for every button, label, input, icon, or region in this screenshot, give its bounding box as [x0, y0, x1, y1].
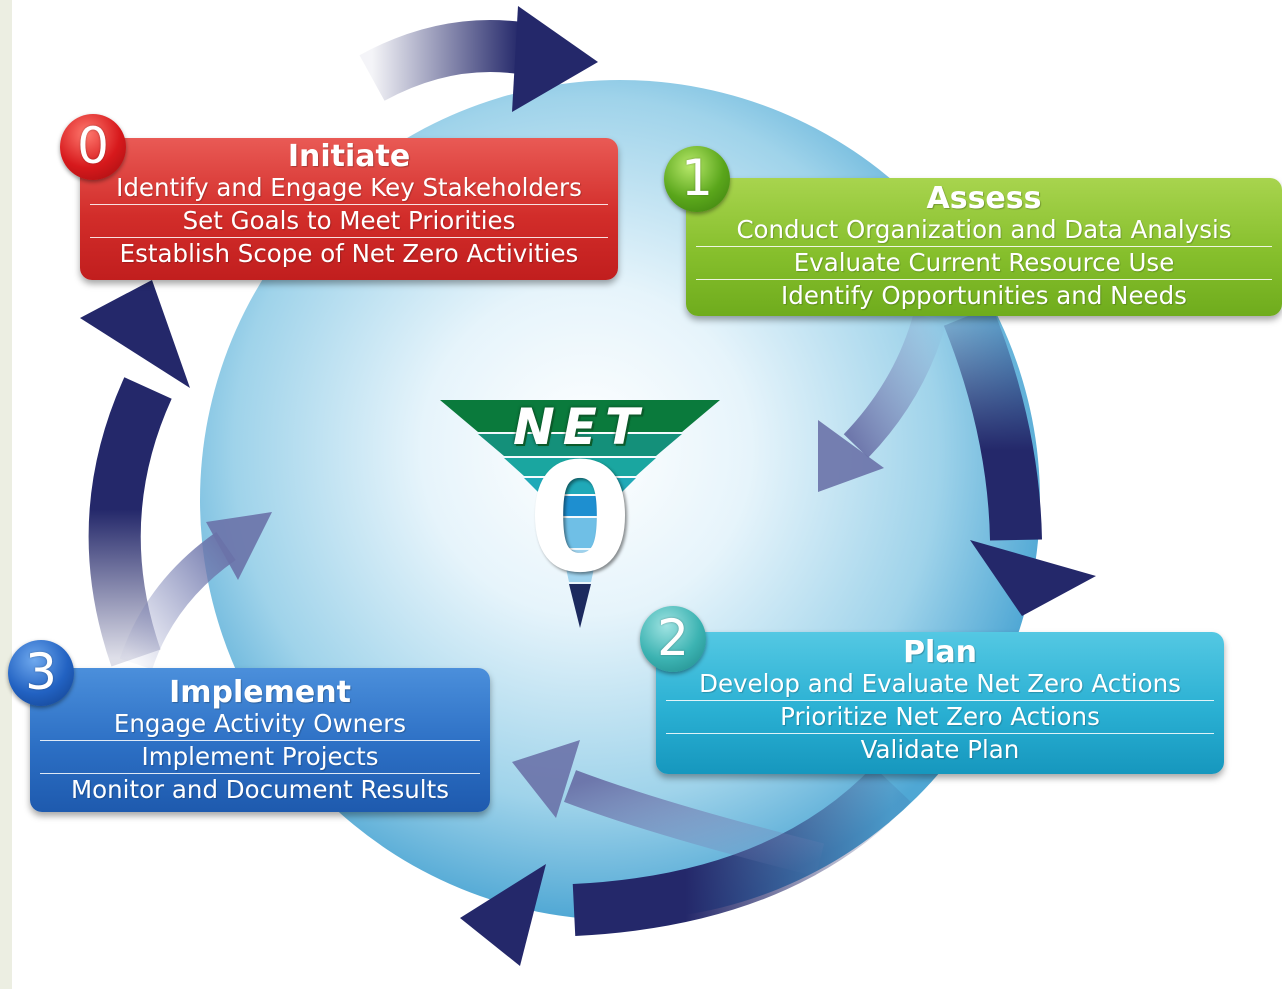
step-assess-box: Assess Conduct Organization and Data Ana…	[686, 178, 1282, 316]
step-line: Establish Scope of Net Zero Activities	[119, 239, 579, 268]
cycle-arrow-left	[80, 280, 190, 667]
step-number-badge: 2	[640, 606, 706, 672]
step-implement-box: Implement Engage Activity Owners Impleme…	[30, 668, 490, 812]
step-line: Conduct Organization and Data Analysis	[696, 214, 1272, 247]
step-line: Set Goals to Meet Priorities	[90, 205, 608, 238]
step-number-badge: 1	[664, 146, 730, 212]
step-line: Develop and Evaluate Net Zero Actions	[666, 668, 1214, 701]
step-line: Monitor and Document Results	[71, 775, 449, 804]
cycle-arrow-right	[943, 306, 1096, 616]
logo-net-text: NET	[512, 398, 648, 456]
step-line: Evaluate Current Resource Use	[696, 247, 1272, 280]
step-line: Validate Plan	[860, 735, 1020, 764]
step-plan-box: Plan Develop and Evaluate Net Zero Actio…	[656, 632, 1224, 774]
step-number-badge: 0	[60, 114, 126, 180]
step-line: Prioritize Net Zero Actions	[666, 701, 1214, 734]
cycle-arrow-top	[359, 6, 598, 112]
step-line: Implement Projects	[40, 741, 480, 774]
step-line: Identify and Engage Key Stakeholders	[90, 172, 608, 205]
step-line: Engage Activity Owners	[40, 708, 480, 741]
step-title: Assess	[926, 181, 1042, 216]
cycle-arrow-bottom	[460, 765, 911, 966]
step-line: Identify Opportunities and Needs	[781, 281, 1187, 310]
background-strip	[0, 0, 12, 989]
logo-triangle	[440, 400, 720, 628]
inner-arrow-plan-to-implement	[512, 740, 825, 877]
step-title: Initiate	[287, 139, 411, 174]
inner-arrow-implement-to-center	[119, 512, 272, 670]
net-zero-logo: NET 0	[440, 398, 720, 630]
step-title: Plan	[903, 635, 977, 670]
inner-arrow-assess-to-center	[818, 313, 947, 492]
logo-zero-text: 0	[527, 432, 633, 606]
step-initiate-box: Initiate Identify and Engage Key Stakeho…	[80, 138, 618, 280]
step-number-badge: 3	[8, 640, 74, 706]
step-title: Implement	[169, 675, 351, 710]
